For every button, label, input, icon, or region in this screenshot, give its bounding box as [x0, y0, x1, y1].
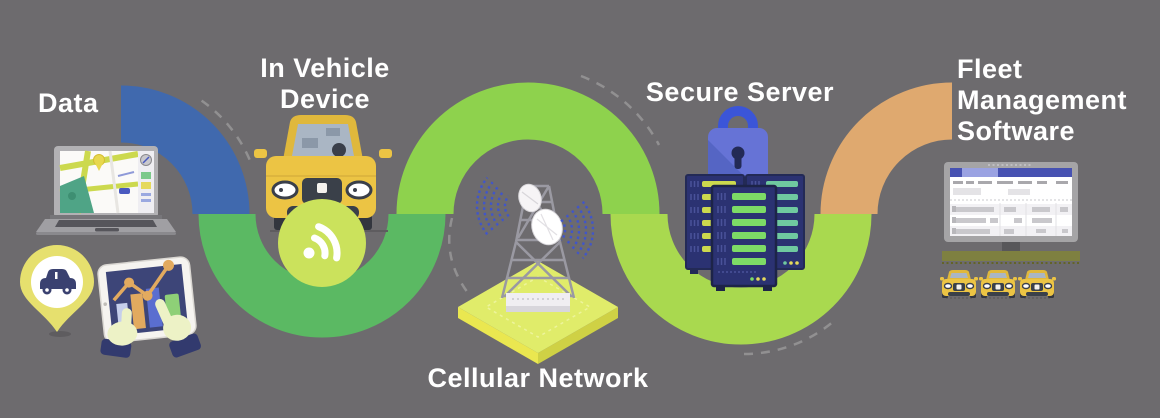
fleet-car-2 — [979, 270, 1017, 299]
map-side-panel — [138, 151, 154, 213]
dashed-arc-4 — [743, 320, 835, 356]
dashboard-menu-row — [953, 181, 1068, 184]
flow-segment-in-vehicle-device — [198, 213, 446, 338]
server-racks-icon — [685, 174, 805, 291]
vehicle-front-icon — [254, 115, 392, 232]
pin-car-glyph — [40, 269, 76, 295]
dashed-arc-2 — [447, 217, 470, 294]
cell-tower-icon — [458, 176, 618, 364]
flow-segment-data — [119, 85, 250, 216]
map-screen — [59, 150, 139, 214]
tablet-analytics-hands-icon — [97, 256, 201, 358]
step-label-fleet-management-software: Fleet Management Software — [957, 54, 1127, 147]
step-label-cellular-network: Cellular Network — [427, 363, 649, 393]
server-rack-center — [710, 184, 778, 291]
fleet-car-1 — [940, 270, 978, 299]
road-bar — [942, 251, 1080, 264]
wifi-obd-badge-icon — [278, 199, 366, 287]
flow-segment-cellular-network — [396, 82, 660, 215]
tower-base — [506, 293, 570, 312]
step-label-line: Device — [279, 84, 371, 114]
fleet-cars-icon — [940, 270, 1056, 299]
wifi-icon — [303, 223, 341, 262]
tower-dishes — [518, 183, 563, 246]
right-signal-waves — [560, 200, 595, 260]
dashboard-table — [950, 203, 1072, 236]
dashed-arc-1 — [200, 99, 254, 168]
flow-path — [119, 82, 953, 345]
flow-segment-fleet-software — [820, 82, 953, 215]
car-location-pin-icon — [20, 245, 94, 337]
tower-platform — [458, 261, 618, 364]
dashed-arc-3 — [580, 74, 661, 146]
step-label-in-vehicle-device: In Vehicle Device — [230, 53, 420, 115]
step-label-secure-server: Secure Server — [645, 77, 835, 107]
left-signal-waves — [475, 176, 510, 236]
step-label-line: Software — [957, 116, 1076, 146]
laptop-map-icon — [36, 146, 176, 235]
step-label-line: Fleet — [957, 54, 1023, 84]
step-label-data: Data — [38, 88, 99, 118]
monitor-dashboard-icon — [944, 162, 1078, 260]
step-label-line: Management — [957, 85, 1128, 115]
left-hand — [100, 308, 138, 358]
flow-segment-secure-server — [610, 213, 872, 345]
step-label-line: In Vehicle — [260, 53, 390, 83]
right-hand — [155, 298, 201, 358]
fleet-car-3 — [1018, 270, 1056, 299]
dashed-guide-arcs — [200, 74, 835, 356]
